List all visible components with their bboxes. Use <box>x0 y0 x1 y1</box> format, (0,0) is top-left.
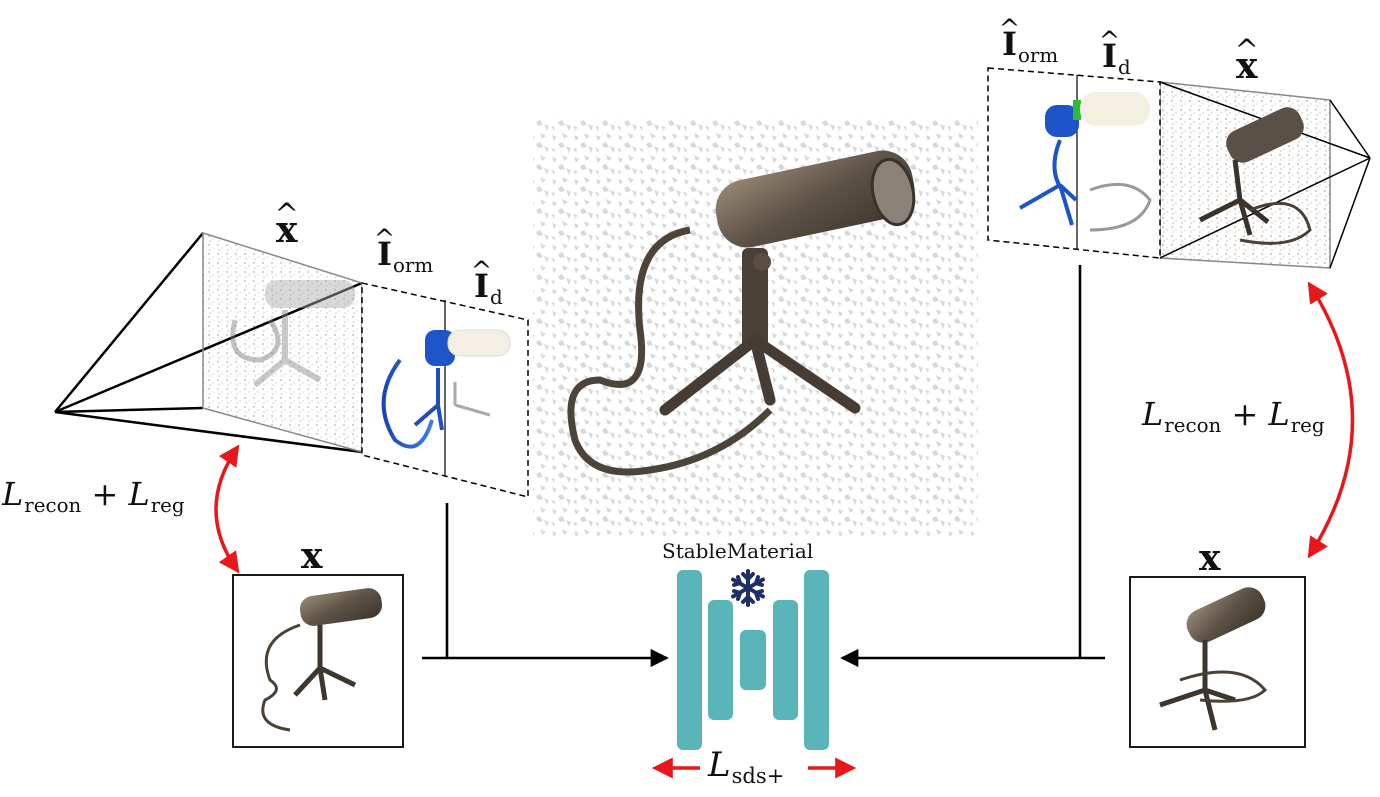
left-x-label: x <box>301 535 323 577</box>
left-id-label: Id <box>474 270 503 308</box>
right-id-label: Id <box>1102 40 1131 78</box>
center-gaussian-splat-render <box>533 118 978 536</box>
right-xhat-label: x <box>1236 48 1257 84</box>
snowflake-icon <box>731 569 765 607</box>
right-loss-label: Lrecon + Lreg <box>1142 395 1325 437</box>
left-input-image-frame <box>232 574 404 748</box>
right-input-image-frame <box>1129 576 1306 748</box>
left-connector-arrow <box>422 503 669 668</box>
left-material-maps-plane <box>361 282 529 498</box>
left-loss-arrow <box>214 444 240 574</box>
right-material-maps-plane <box>987 67 1161 259</box>
right-x-label: x <box>1199 537 1221 579</box>
left-xhat-label: x <box>276 212 297 248</box>
left-loss-label: Lrecon + Lreg <box>2 475 185 517</box>
left-iorm-label: Iorm <box>377 238 433 276</box>
microphone-illustration <box>567 150 916 476</box>
right-camera-frustum <box>1159 81 1371 269</box>
right-connector-arrow <box>840 265 1105 668</box>
right-loss-arrow <box>1307 281 1355 559</box>
right-iorm-label: Iorm <box>1002 28 1058 66</box>
model-name-label: StableMaterial <box>662 539 814 563</box>
sds-loss-label: Lsds+ <box>708 745 785 789</box>
stable-material-unet <box>677 570 829 750</box>
left-camera-frustum <box>54 231 363 454</box>
